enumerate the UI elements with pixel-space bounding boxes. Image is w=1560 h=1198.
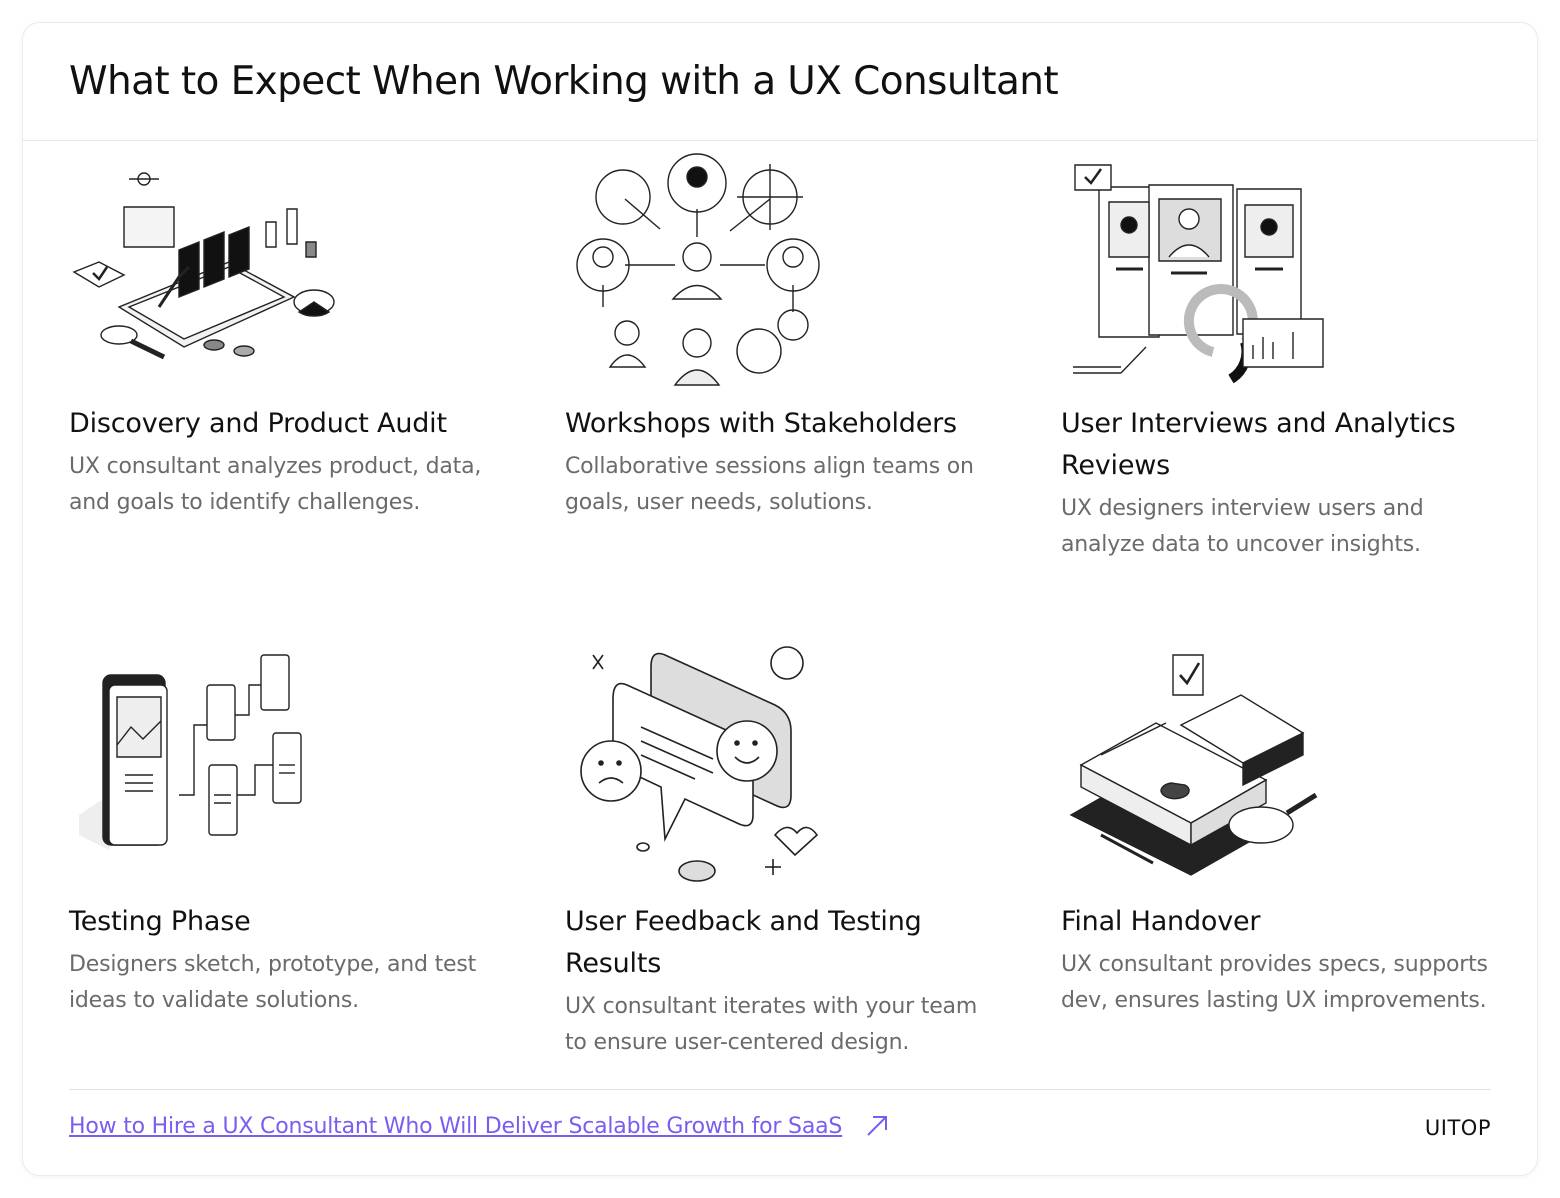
page-title: What to Expect When Working with a UX Co… <box>69 59 1059 104</box>
card-header: What to Expect When Working with a UX Co… <box>23 23 1537 141</box>
step-card-workshops: Workshops with Stakeholders Collaborativ… <box>565 147 1005 521</box>
content-card: What to Expect When Working with a UX Co… <box>22 22 1538 1176</box>
step-card-discovery: Discovery and Product Audit UX consultan… <box>69 147 509 521</box>
step-title: Final Handover <box>1061 906 1261 937</box>
handover-illustration <box>1061 645 1331 885</box>
stakeholders-illustration <box>565 147 835 387</box>
testing-illustration <box>79 645 339 850</box>
step-card-handover: Final Handover UX consultant provides sp… <box>1061 645 1501 1019</box>
step-description: UX consultant iterates with your team to… <box>565 994 978 1055</box>
feedback-illustration <box>565 645 835 885</box>
related-article-link[interactable]: How to Hire a UX Consultant Who Will Del… <box>69 1114 843 1139</box>
card-footer: How to Hire a UX Consultant Who Will Del… <box>69 1089 1491 1169</box>
step-description: Designers sketch, prototype, and test id… <box>69 952 477 1013</box>
step-description: UX consultant provides specs, supports d… <box>1061 952 1488 1013</box>
arrow-up-right-icon[interactable] <box>865 1114 889 1144</box>
step-card-interviews: User Interviews and Analytics Reviews UX… <box>1061 147 1501 563</box>
interviews-illustration <box>1061 147 1331 387</box>
step-title: Discovery and Product Audit <box>69 408 447 439</box>
step-description: UX designers interview users and analyze… <box>1061 496 1424 557</box>
step-title: Testing Phase <box>69 906 251 937</box>
step-title: User Feedback and Testing Results <box>565 906 922 979</box>
brand-logo: UITOP <box>1424 1116 1491 1140</box>
step-description: Collaborative sessions align teams on go… <box>565 454 974 515</box>
step-description: UX consultant analyzes product, data, an… <box>69 454 482 515</box>
step-title: User Interviews and Analytics Reviews <box>1061 408 1456 481</box>
audit-illustration <box>69 147 339 387</box>
step-card-feedback: User Feedback and Testing Results UX con… <box>565 645 1005 1061</box>
step-card-testing: Testing Phase Designers sketch, prototyp… <box>69 645 509 1019</box>
step-title: Workshops with Stakeholders <box>565 408 957 439</box>
